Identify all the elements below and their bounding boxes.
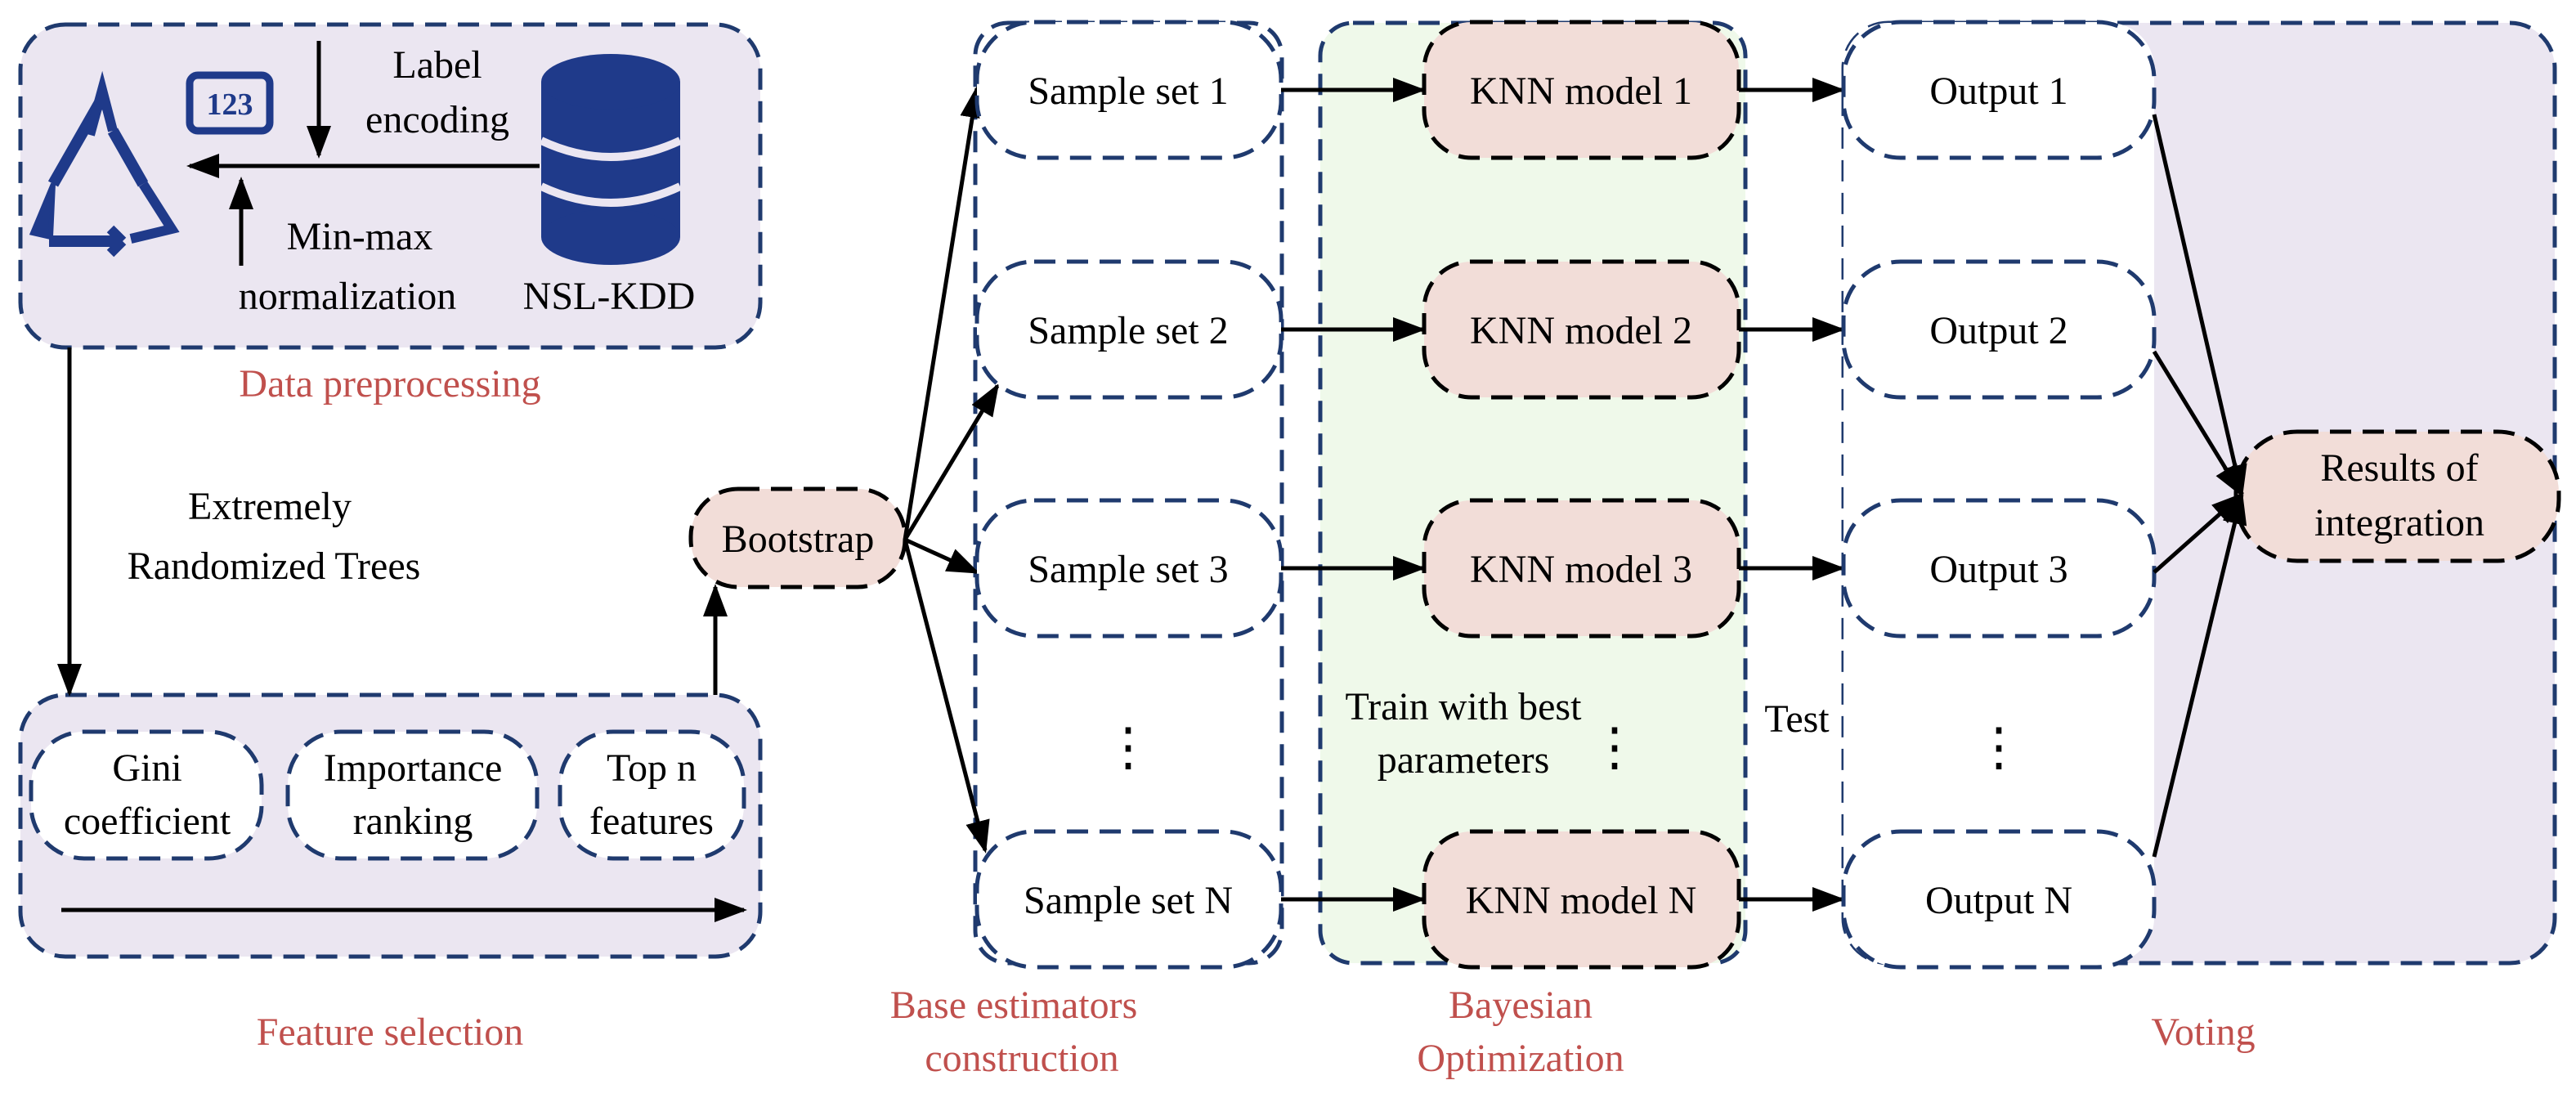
sample-ellipsis: ⋮ (1102, 718, 1154, 776)
outputn-to-results-arrow (2152, 491, 2247, 858)
sample-set-2-box (974, 259, 1284, 400)
knn-model-3-label: KNN model 3 (1470, 548, 1692, 591)
extra-trees-text-2: Randomized Trees (128, 545, 421, 588)
output1-to-results-arrow (2152, 114, 2247, 498)
recycle-icon (29, 70, 180, 258)
output-2-box (1841, 259, 2157, 400)
preprocessing-caption: Data preprocessing (239, 362, 540, 406)
number-pad-icon: 123 (186, 71, 274, 135)
output-3-box (1841, 498, 2157, 639)
results-text-2: integration (2314, 501, 2484, 545)
gini-text-1: Gini (112, 746, 181, 790)
voting-caption: Voting (2151, 1011, 2255, 1054)
output-n-box (1841, 829, 2157, 970)
knn-model-2-label: KNN model 2 (1470, 309, 1692, 352)
topn-text-1: Top n (607, 746, 697, 790)
bootstrap-box (688, 486, 907, 589)
knn-model-1-label: KNN model 1 (1470, 69, 1692, 113)
bootstrap-to-sample2-arrow (903, 383, 1000, 541)
output-2-label: Output 2 (1929, 309, 2068, 352)
output-column-backdrop (1844, 23, 2154, 963)
output-n-label: Output N (1925, 879, 2072, 922)
base-estimators-caption-2: construction (925, 1037, 1118, 1080)
dataset-label: NSL-KDD (523, 275, 696, 318)
sample-set-1-box (974, 20, 1284, 160)
bootstrap-to-samplen-arrow (903, 539, 990, 854)
train-text-2: parameters (1378, 738, 1550, 782)
bayesian-optimization-panel (1318, 20, 1748, 966)
importance-box (285, 729, 540, 861)
bayesian-caption-2: Optimization (1417, 1037, 1624, 1080)
number-pad-digits: 123 (207, 87, 253, 122)
sample-set-2-label: Sample set 2 (1028, 309, 1228, 352)
output-ellipsis: ⋮ (1973, 718, 2025, 776)
knn-model-n-label: KNN model N (1466, 879, 1697, 922)
gini-box (29, 729, 264, 861)
gini-text-2: coefficient (64, 800, 231, 843)
feature-selection-caption: Feature selection (257, 1011, 524, 1054)
test-label: Test (1764, 697, 1830, 741)
sample-set-3-box (974, 498, 1284, 639)
topn-text-2: features (589, 800, 714, 843)
label-encoding-text-1: Label (392, 43, 482, 87)
bootstrap-to-sample1-arrow (903, 85, 985, 540)
sample-set-1-label: Sample set 1 (1028, 69, 1228, 113)
importance-text-1: Importance (324, 746, 503, 790)
extra-trees-text-1: Extremely (188, 485, 352, 528)
importance-text-2: ranking (353, 800, 473, 843)
minmax-text-2: normalization (239, 275, 457, 318)
sample-set-3-label: Sample set 3 (1028, 548, 1228, 591)
train-text-1: Train with best (1346, 685, 1583, 728)
results-text-1: Results of (2320, 446, 2478, 490)
database-icon (539, 54, 683, 265)
base-estimators-caption-1: Base estimators (890, 984, 1138, 1027)
bayesian-caption-1: Bayesian (1449, 984, 1593, 1027)
bootstrap-text: Bootstrap (722, 518, 875, 561)
label-encoding-text-2: encoding (365, 98, 509, 141)
sample-set-n-box (974, 829, 1284, 970)
sample-set-n-label: Sample set N (1024, 879, 1233, 922)
output-3-label: Output 3 (1929, 548, 2068, 591)
minmax-text-1: Min-max (287, 215, 433, 258)
output2-to-results-arrow (2152, 350, 2244, 498)
output-1-label: Output 1 (1929, 69, 2068, 113)
model-rows: Sample set 1 KNN model 1 Output 1 Sample se… (974, 20, 2157, 970)
bootstrap-to-sample3-arrow (903, 537, 980, 575)
output-1-box (1841, 20, 2157, 160)
base-estimators-panel (973, 20, 1284, 966)
topn-box (558, 729, 746, 861)
knn-ellipsis: ⋮ (1588, 718, 1641, 776)
